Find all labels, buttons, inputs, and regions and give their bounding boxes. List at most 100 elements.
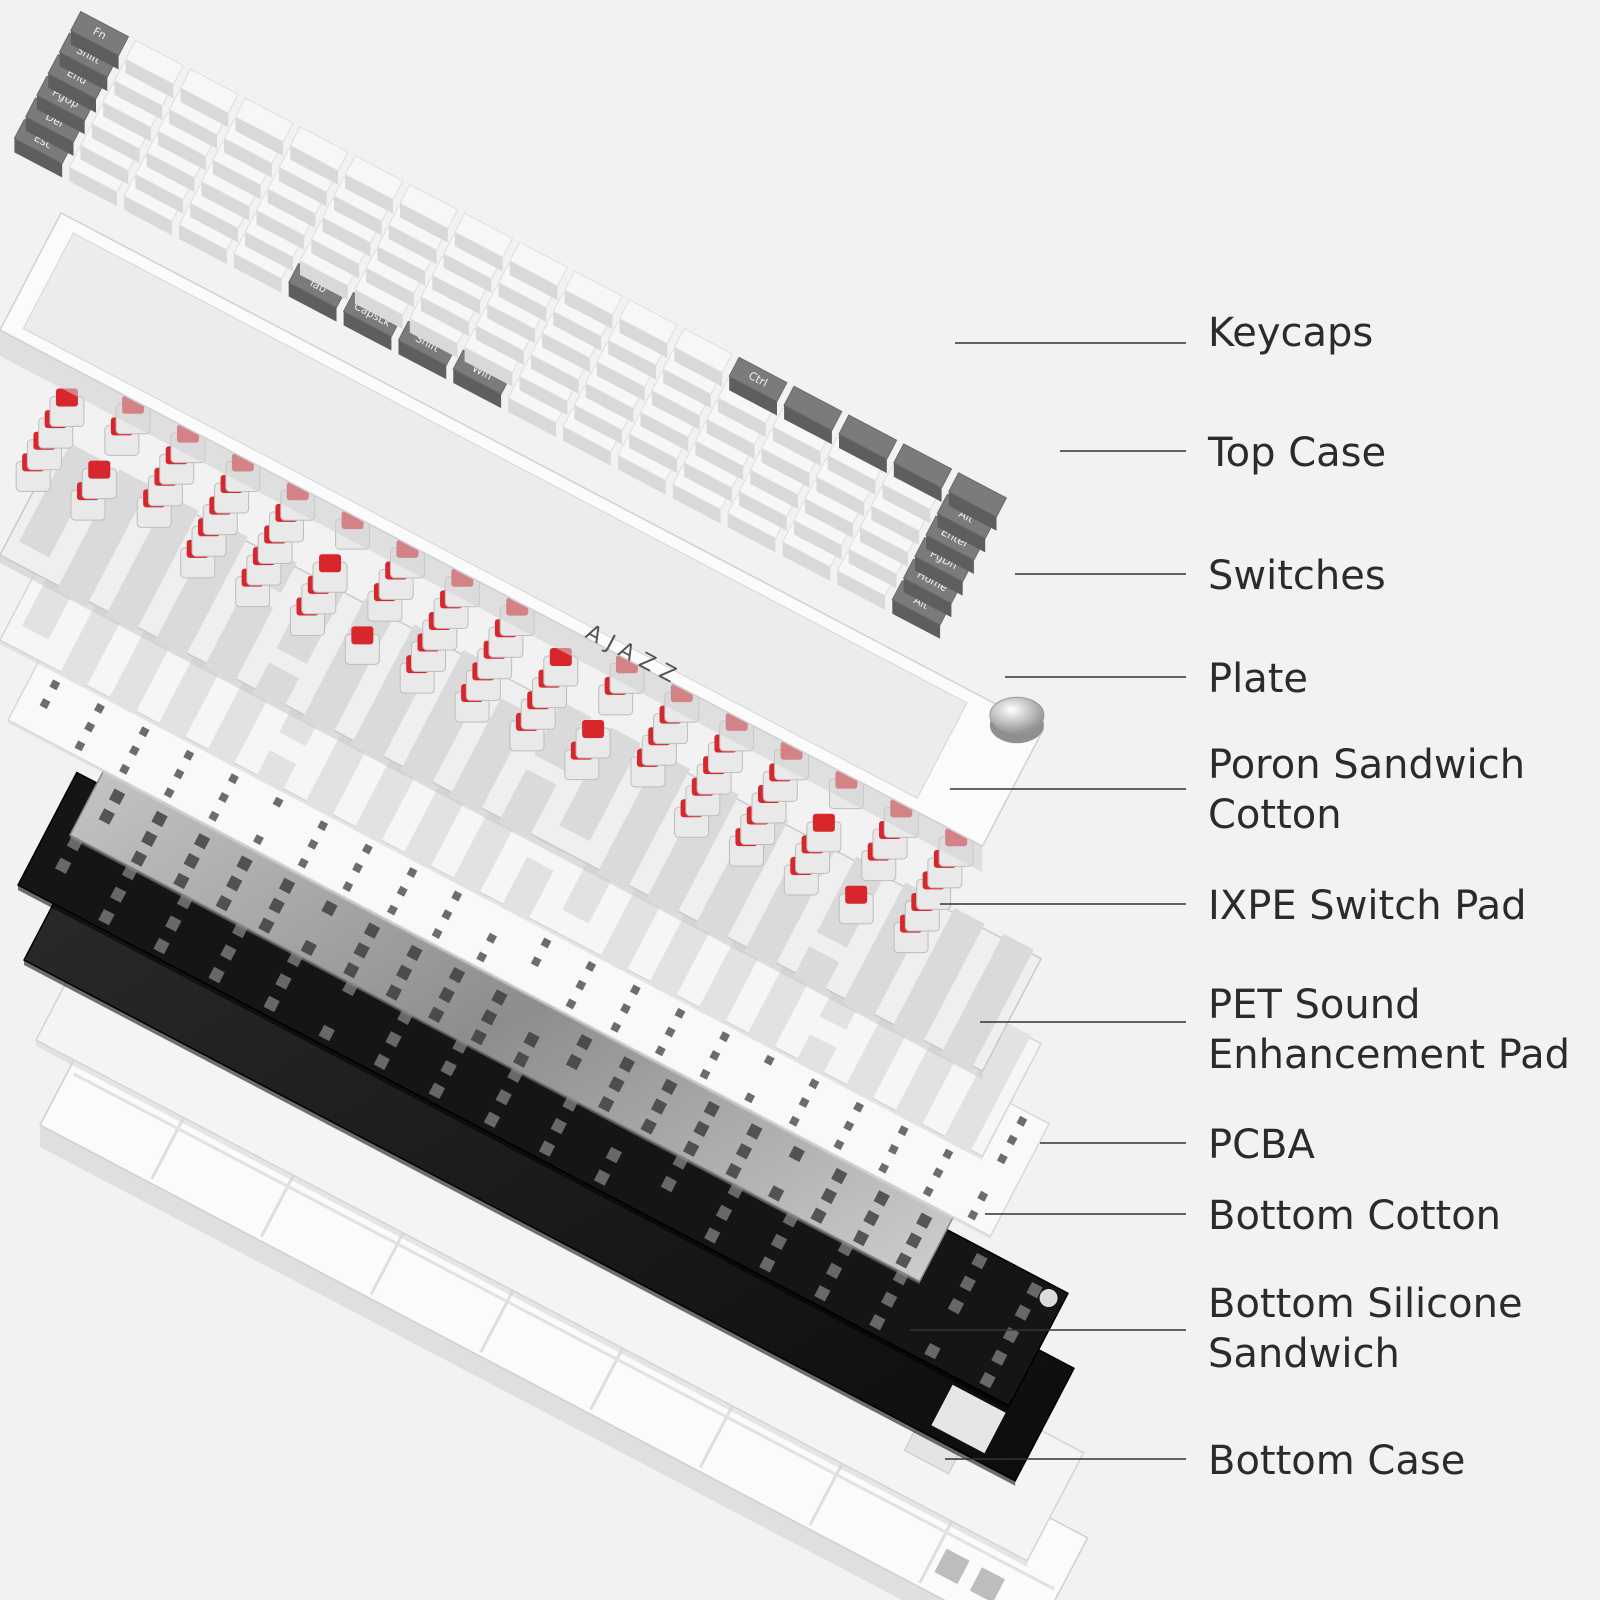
pet-hole bbox=[183, 852, 200, 870]
pcba-hole bbox=[924, 1343, 941, 1360]
pet-hole bbox=[396, 964, 413, 981]
keycap-side bbox=[618, 455, 666, 495]
ixpe-hole bbox=[610, 1021, 622, 1033]
top-case-layer: AJAZZ bbox=[0, 211, 1045, 873]
ixpe-hole bbox=[996, 1153, 1008, 1165]
leader-lines bbox=[910, 342, 1186, 1460]
keycap-side bbox=[574, 405, 623, 445]
keycap bbox=[948, 472, 1008, 518]
keycap-side bbox=[388, 225, 437, 265]
pcba-hole bbox=[440, 1060, 457, 1077]
ixpe-hole bbox=[406, 867, 418, 878]
keycap-side bbox=[124, 196, 172, 236]
keycap bbox=[454, 212, 514, 258]
keycap-side bbox=[739, 491, 787, 531]
keycap-side bbox=[179, 224, 227, 264]
keycap-side bbox=[892, 599, 941, 639]
pet-hole bbox=[895, 1252, 912, 1269]
keycap-side bbox=[454, 232, 503, 272]
pet-hole bbox=[151, 810, 168, 828]
pcba-hole bbox=[110, 886, 127, 903]
pcba-hole bbox=[385, 1031, 402, 1048]
switch-stem bbox=[319, 554, 342, 573]
pet-hole bbox=[735, 1143, 753, 1160]
keycap-side bbox=[409, 318, 458, 358]
pcba-hole bbox=[1002, 1326, 1020, 1344]
switch-stem bbox=[351, 626, 374, 645]
ixpe-hole bbox=[352, 862, 363, 874]
pet-hole bbox=[916, 1212, 933, 1229]
top-case-frame-edge bbox=[0, 330, 983, 873]
pcba-hole bbox=[704, 1227, 721, 1244]
keycap bbox=[893, 443, 953, 489]
bottom-case-rib bbox=[72, 1072, 1055, 1591]
keycap-side bbox=[509, 261, 558, 301]
keycap-side bbox=[300, 260, 348, 300]
keycap-side bbox=[519, 376, 568, 416]
ixpe-hole bbox=[218, 792, 229, 803]
keycap-side bbox=[596, 361, 645, 401]
ixpe-hole bbox=[719, 1031, 730, 1043]
pet-hole bbox=[873, 1190, 890, 1207]
ixpe-hole bbox=[565, 998, 577, 1010]
ixpe-hole bbox=[451, 890, 463, 902]
keycap-side bbox=[421, 297, 469, 337]
keycap bbox=[563, 270, 623, 316]
label-ixpe-switch-pad: IXPE Switch Pad bbox=[1208, 883, 1527, 929]
keycap-side bbox=[772, 426, 821, 466]
keycap-side bbox=[914, 556, 963, 596]
pcba-hole bbox=[153, 937, 170, 955]
keycap-side bbox=[563, 426, 611, 466]
keycap-side bbox=[926, 534, 974, 574]
keycap-side bbox=[727, 513, 776, 553]
pcba-hole bbox=[814, 1285, 831, 1302]
keycap-side bbox=[619, 318, 668, 358]
bottom-case-foot bbox=[934, 1548, 970, 1585]
keycap-side bbox=[354, 289, 403, 329]
keycap-side bbox=[36, 95, 85, 135]
keycap-side bbox=[564, 289, 613, 329]
keycap-side bbox=[169, 109, 217, 149]
ixpe-hole bbox=[272, 796, 284, 808]
pcba-hole bbox=[660, 1175, 677, 1193]
keycap-side bbox=[212, 160, 261, 200]
poron-cell bbox=[513, 856, 554, 898]
pet-hole bbox=[725, 1162, 742, 1180]
plate-sheet-edge bbox=[0, 555, 983, 1080]
plate-cutout bbox=[793, 946, 840, 993]
keycap-side bbox=[180, 88, 229, 128]
pet-hole bbox=[523, 1031, 540, 1048]
label-switches: Switches bbox=[1208, 553, 1386, 599]
keycap-side bbox=[761, 448, 810, 488]
label-pcba: PCBA bbox=[1208, 1122, 1315, 1168]
pet-hole bbox=[448, 967, 466, 984]
pet-hole bbox=[428, 1006, 445, 1023]
pcba-hole bbox=[483, 1111, 501, 1128]
switch-stem bbox=[88, 460, 111, 479]
keycap bbox=[618, 299, 678, 345]
pcba-hole bbox=[759, 1256, 776, 1273]
keycap-side bbox=[190, 203, 239, 243]
top-case-well bbox=[22, 232, 968, 799]
ixpe-hole bbox=[833, 1139, 845, 1151]
pcba-hole bbox=[538, 1140, 556, 1157]
label-bottom-cotton: Bottom Cotton bbox=[1208, 1193, 1502, 1239]
ixpe-hole bbox=[94, 702, 105, 714]
pcba-hole bbox=[275, 973, 292, 990]
keycap-side bbox=[464, 347, 513, 387]
keycap-side bbox=[695, 441, 744, 481]
ixpe-hole bbox=[629, 984, 641, 996]
switch-stem bbox=[812, 813, 835, 832]
keycap-side bbox=[256, 210, 305, 250]
keycap-side bbox=[233, 253, 282, 293]
ixpe-hole bbox=[798, 1097, 810, 1108]
pet-hole bbox=[258, 917, 275, 934]
ixpe-hole bbox=[897, 1125, 909, 1137]
pcba-hole bbox=[979, 1371, 996, 1389]
pet-hole bbox=[788, 1145, 805, 1162]
ixpe-hole bbox=[208, 810, 220, 822]
pcba-mount-hole bbox=[1039, 1289, 1058, 1308]
ixpe-hole bbox=[530, 956, 542, 968]
keycap bbox=[344, 154, 404, 201]
pcba-hole bbox=[55, 857, 72, 874]
